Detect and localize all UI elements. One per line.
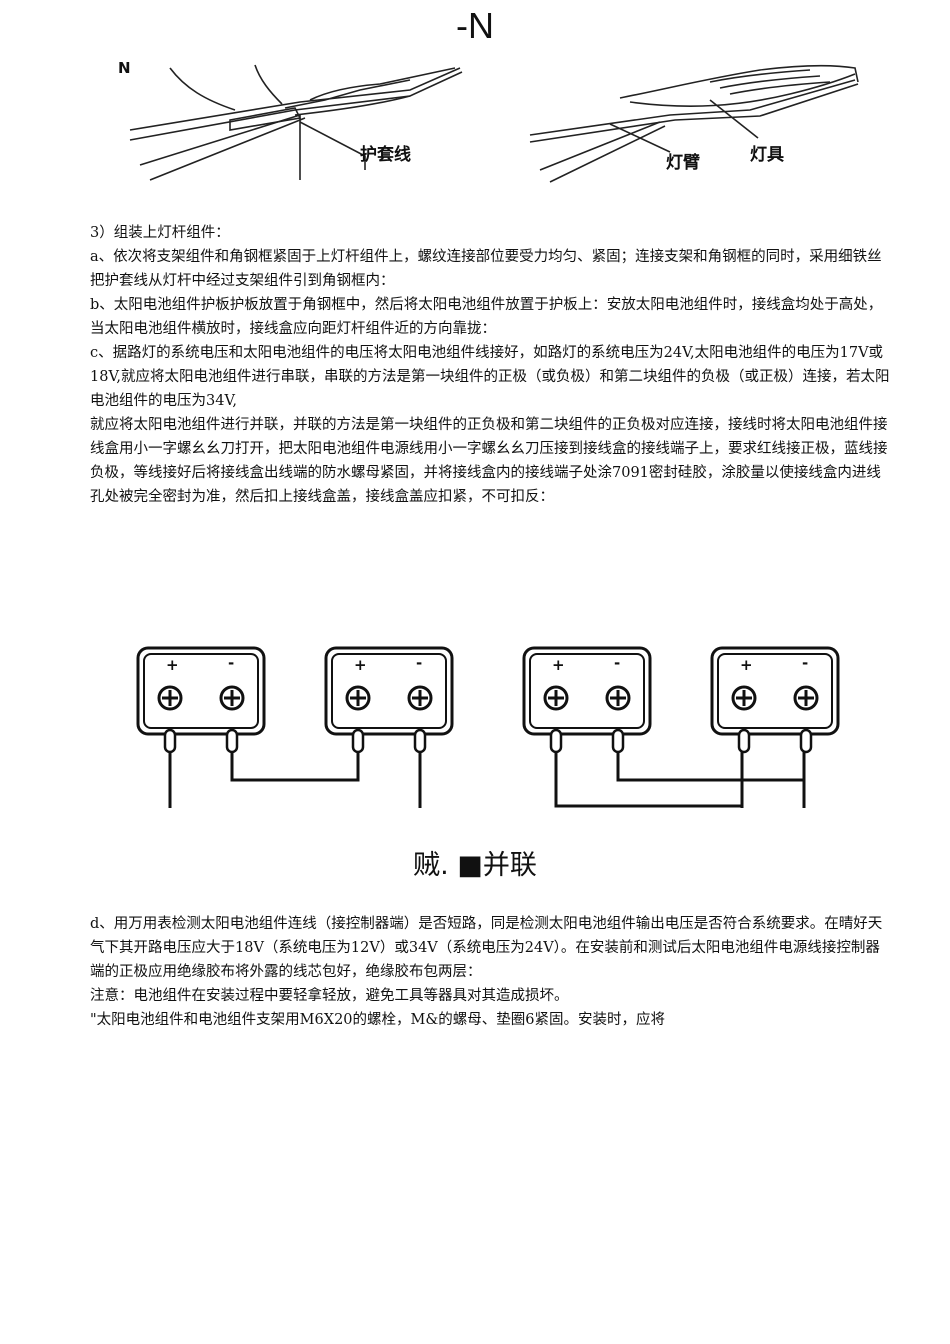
parallel-connection-paragraph: 就应将太阳电池组件进行并联，并联的方法是第一块组件的正负极和第二块组件的正负极对…	[90, 417, 888, 505]
top-figure-partial-label: N	[118, 60, 131, 77]
caution-note: 注意：电池组件在安装过程中要轻拿轻放，避免工具等器具对其造成损坏。	[90, 988, 569, 1004]
solar-module-2	[324, 646, 454, 754]
solar-module-3	[522, 646, 652, 754]
diagram-caption: 贼. ■并联	[413, 850, 537, 881]
svg-text:-: -	[228, 654, 234, 672]
step-d-paragraph: d、用万用表检测太阳电池组件连线（接控制器端）是否短路，同是检测太阳电池组件输出…	[90, 916, 883, 980]
bolt-fastening-paragraph: "太阳电池组件和电池组件支架用M6X20的螺栓，M&的螺母、垫圈6紧固。安装时，…	[90, 1012, 665, 1028]
polarity-labels: + - + - + - + -	[166, 654, 808, 674]
step-a-paragraph: a、依次将支架组件和角钢框紧固于上灯杆组件上，螺纹连接部位要受力均匀、紧固；连接…	[90, 249, 882, 289]
step-b-paragraph: b、太阳电池组件护板护板放置于角钢框中，然后将太阳电池组件放置于护板上：安放太阳…	[90, 297, 883, 337]
step-c-paragraph: c、据路灯的系统电压和太阳电池组件的电压将太阳电池组件线接好，如路灯的系统电压为…	[90, 345, 890, 409]
sheath-wire-label: 护套线	[360, 144, 411, 165]
svg-text:+: +	[354, 656, 367, 674]
svg-text:-: -	[614, 654, 620, 672]
series-parallel-wiring-diagram: + - + - + - + -	[136, 646, 840, 808]
assembly-instructions: 3）组装上灯杆组件： a、依次将支架组件和角钢框紧固于上灯杆组件上，螺纹连接部位…	[90, 221, 890, 509]
page-header: -N	[456, 5, 494, 46]
solar-module-4	[710, 646, 840, 754]
wiring-lines	[168, 752, 806, 808]
svg-text:-: -	[802, 654, 808, 672]
svg-text:+: +	[552, 656, 565, 674]
svg-text:-: -	[416, 654, 422, 672]
svg-text:+: +	[166, 656, 179, 674]
solar-module-1	[136, 646, 266, 754]
lamp-arm-label: 灯臂	[666, 152, 700, 173]
svg-text:+: +	[740, 656, 753, 674]
lamp-wiring-illustration: N 护套线 灯臂 灯具	[115, 60, 859, 183]
testing-instructions: d、用万用表检测太阳电池组件连线（接控制器端）是否短路，同是检测太阳电池组件输出…	[90, 912, 890, 1032]
step-3-heading: 3）组装上灯杆组件：	[90, 225, 230, 241]
lamp-fixture-label: 灯具	[750, 145, 784, 165]
